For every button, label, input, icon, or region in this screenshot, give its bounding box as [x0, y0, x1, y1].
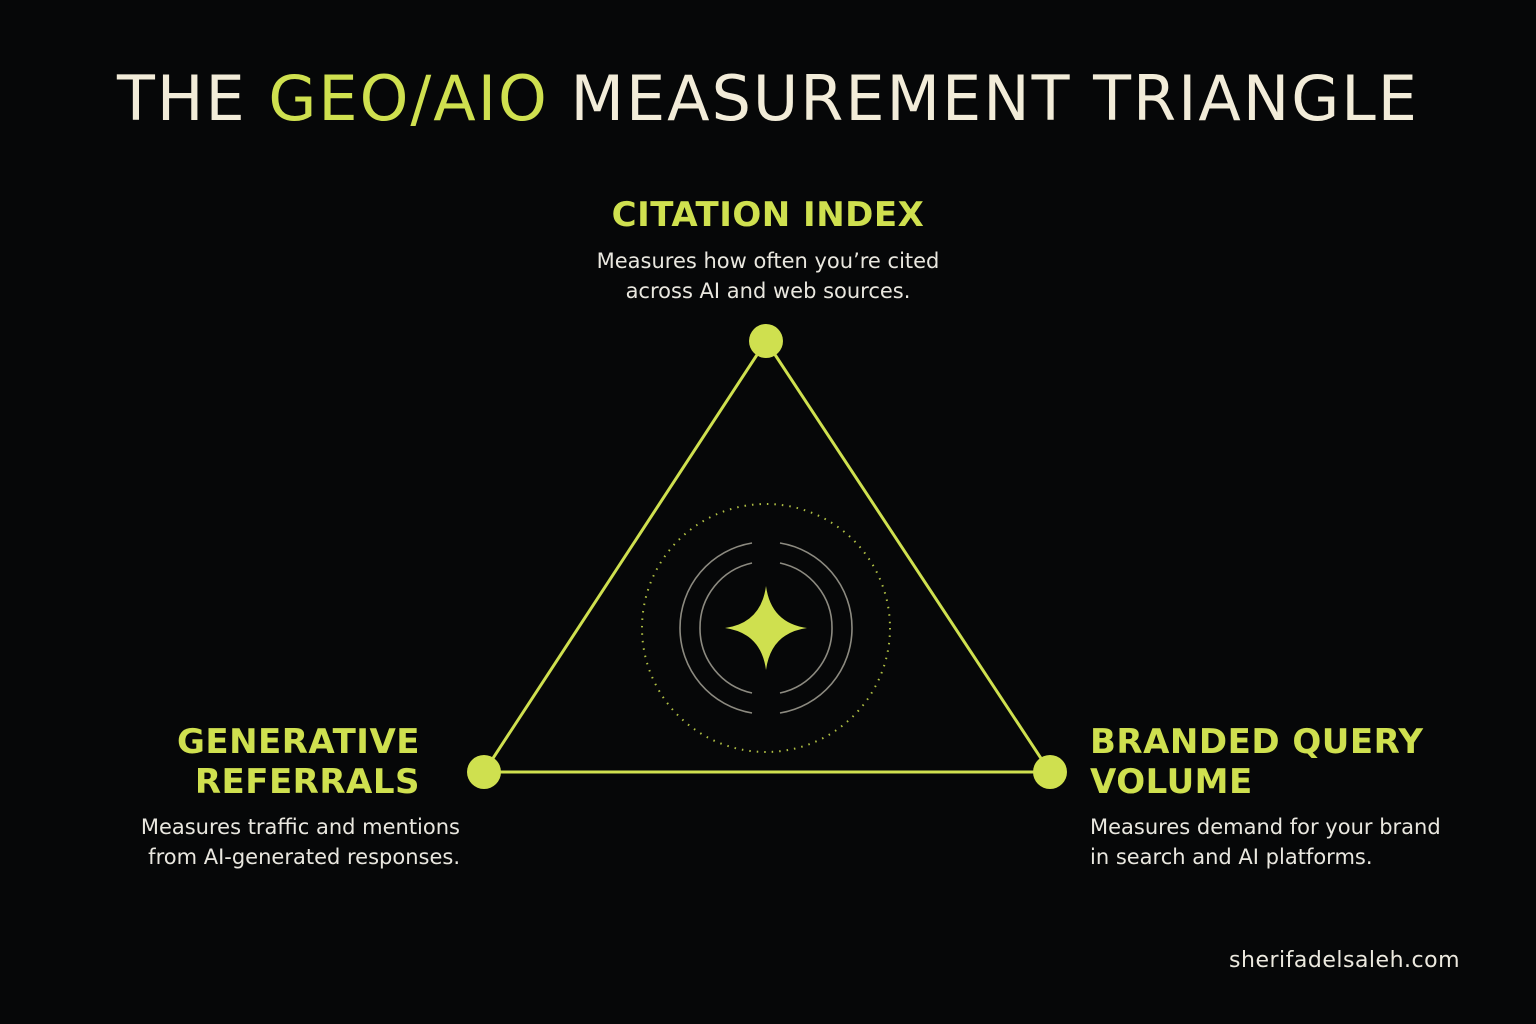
title-suffix: MEASUREMENT TRIANGLE [548, 62, 1419, 135]
branded-query-volume-description: Measures demand for your brand in search… [1090, 812, 1510, 872]
citation-index-title: CITATION INDEX [611, 195, 925, 235]
generative-referrals-desc-line1: Measures traffic and mentions [140, 815, 460, 839]
generative-referrals-title: GENERATIVE REFERRALS [120, 722, 420, 802]
inner-ring-upper-right [779, 562, 833, 629]
branded-query-volume-title-line2: VOLUME [1090, 762, 1253, 802]
branded-query-volume-title-line1: BRANDED QUERY [1090, 722, 1424, 762]
title-accent: GEO/AIO [268, 62, 549, 135]
generative-referrals-title-line2: REFERRALS [194, 762, 420, 802]
branded-query-volume-desc-line1: Measures demand for your brand [1090, 815, 1441, 839]
page-title: THE GEO/AIO MEASUREMENT TRIANGLE [0, 62, 1536, 135]
ring-segment-upper-right [779, 542, 853, 629]
left-vertex-dot [467, 755, 501, 789]
inner-ring-upper-left [699, 562, 753, 629]
citation-index-desc-line2: across AI and web sources. [625, 279, 911, 303]
branded-query-volume-desc-line2: in search and AI platforms. [1090, 845, 1373, 869]
inner-ring-lower-left [699, 627, 753, 694]
citation-index-desc-line1: Measures how often you’re cited [596, 249, 940, 273]
top-vertex-dot [749, 324, 783, 358]
inner-rings [679, 542, 853, 714]
generative-referrals-title-line1: GENERATIVE [176, 722, 420, 762]
branded-query-volume-title: BRANDED QUERY VOLUME [1090, 722, 1510, 802]
four-point-star-icon [725, 586, 807, 670]
right-vertex-dot [1033, 755, 1067, 789]
generative-referrals-description: Measures traffic and mentions from AI-ge… [60, 812, 460, 872]
ring-segment-lower-right [779, 627, 853, 714]
generative-referrals-desc-line2: from AI-generated responses. [148, 845, 460, 869]
ring-segment-upper-left [679, 542, 753, 629]
triangle-outline [482, 339, 1052, 774]
ring-segment-lower-left [679, 627, 753, 714]
title-prefix: THE [117, 62, 269, 135]
inner-ring-lower-right [779, 627, 833, 694]
footer-website: sherifadelsaleh.com [1229, 948, 1460, 973]
dotted-outer-ring [641, 503, 891, 753]
citation-index-description: Measures how often you’re cited across A… [468, 246, 1068, 306]
